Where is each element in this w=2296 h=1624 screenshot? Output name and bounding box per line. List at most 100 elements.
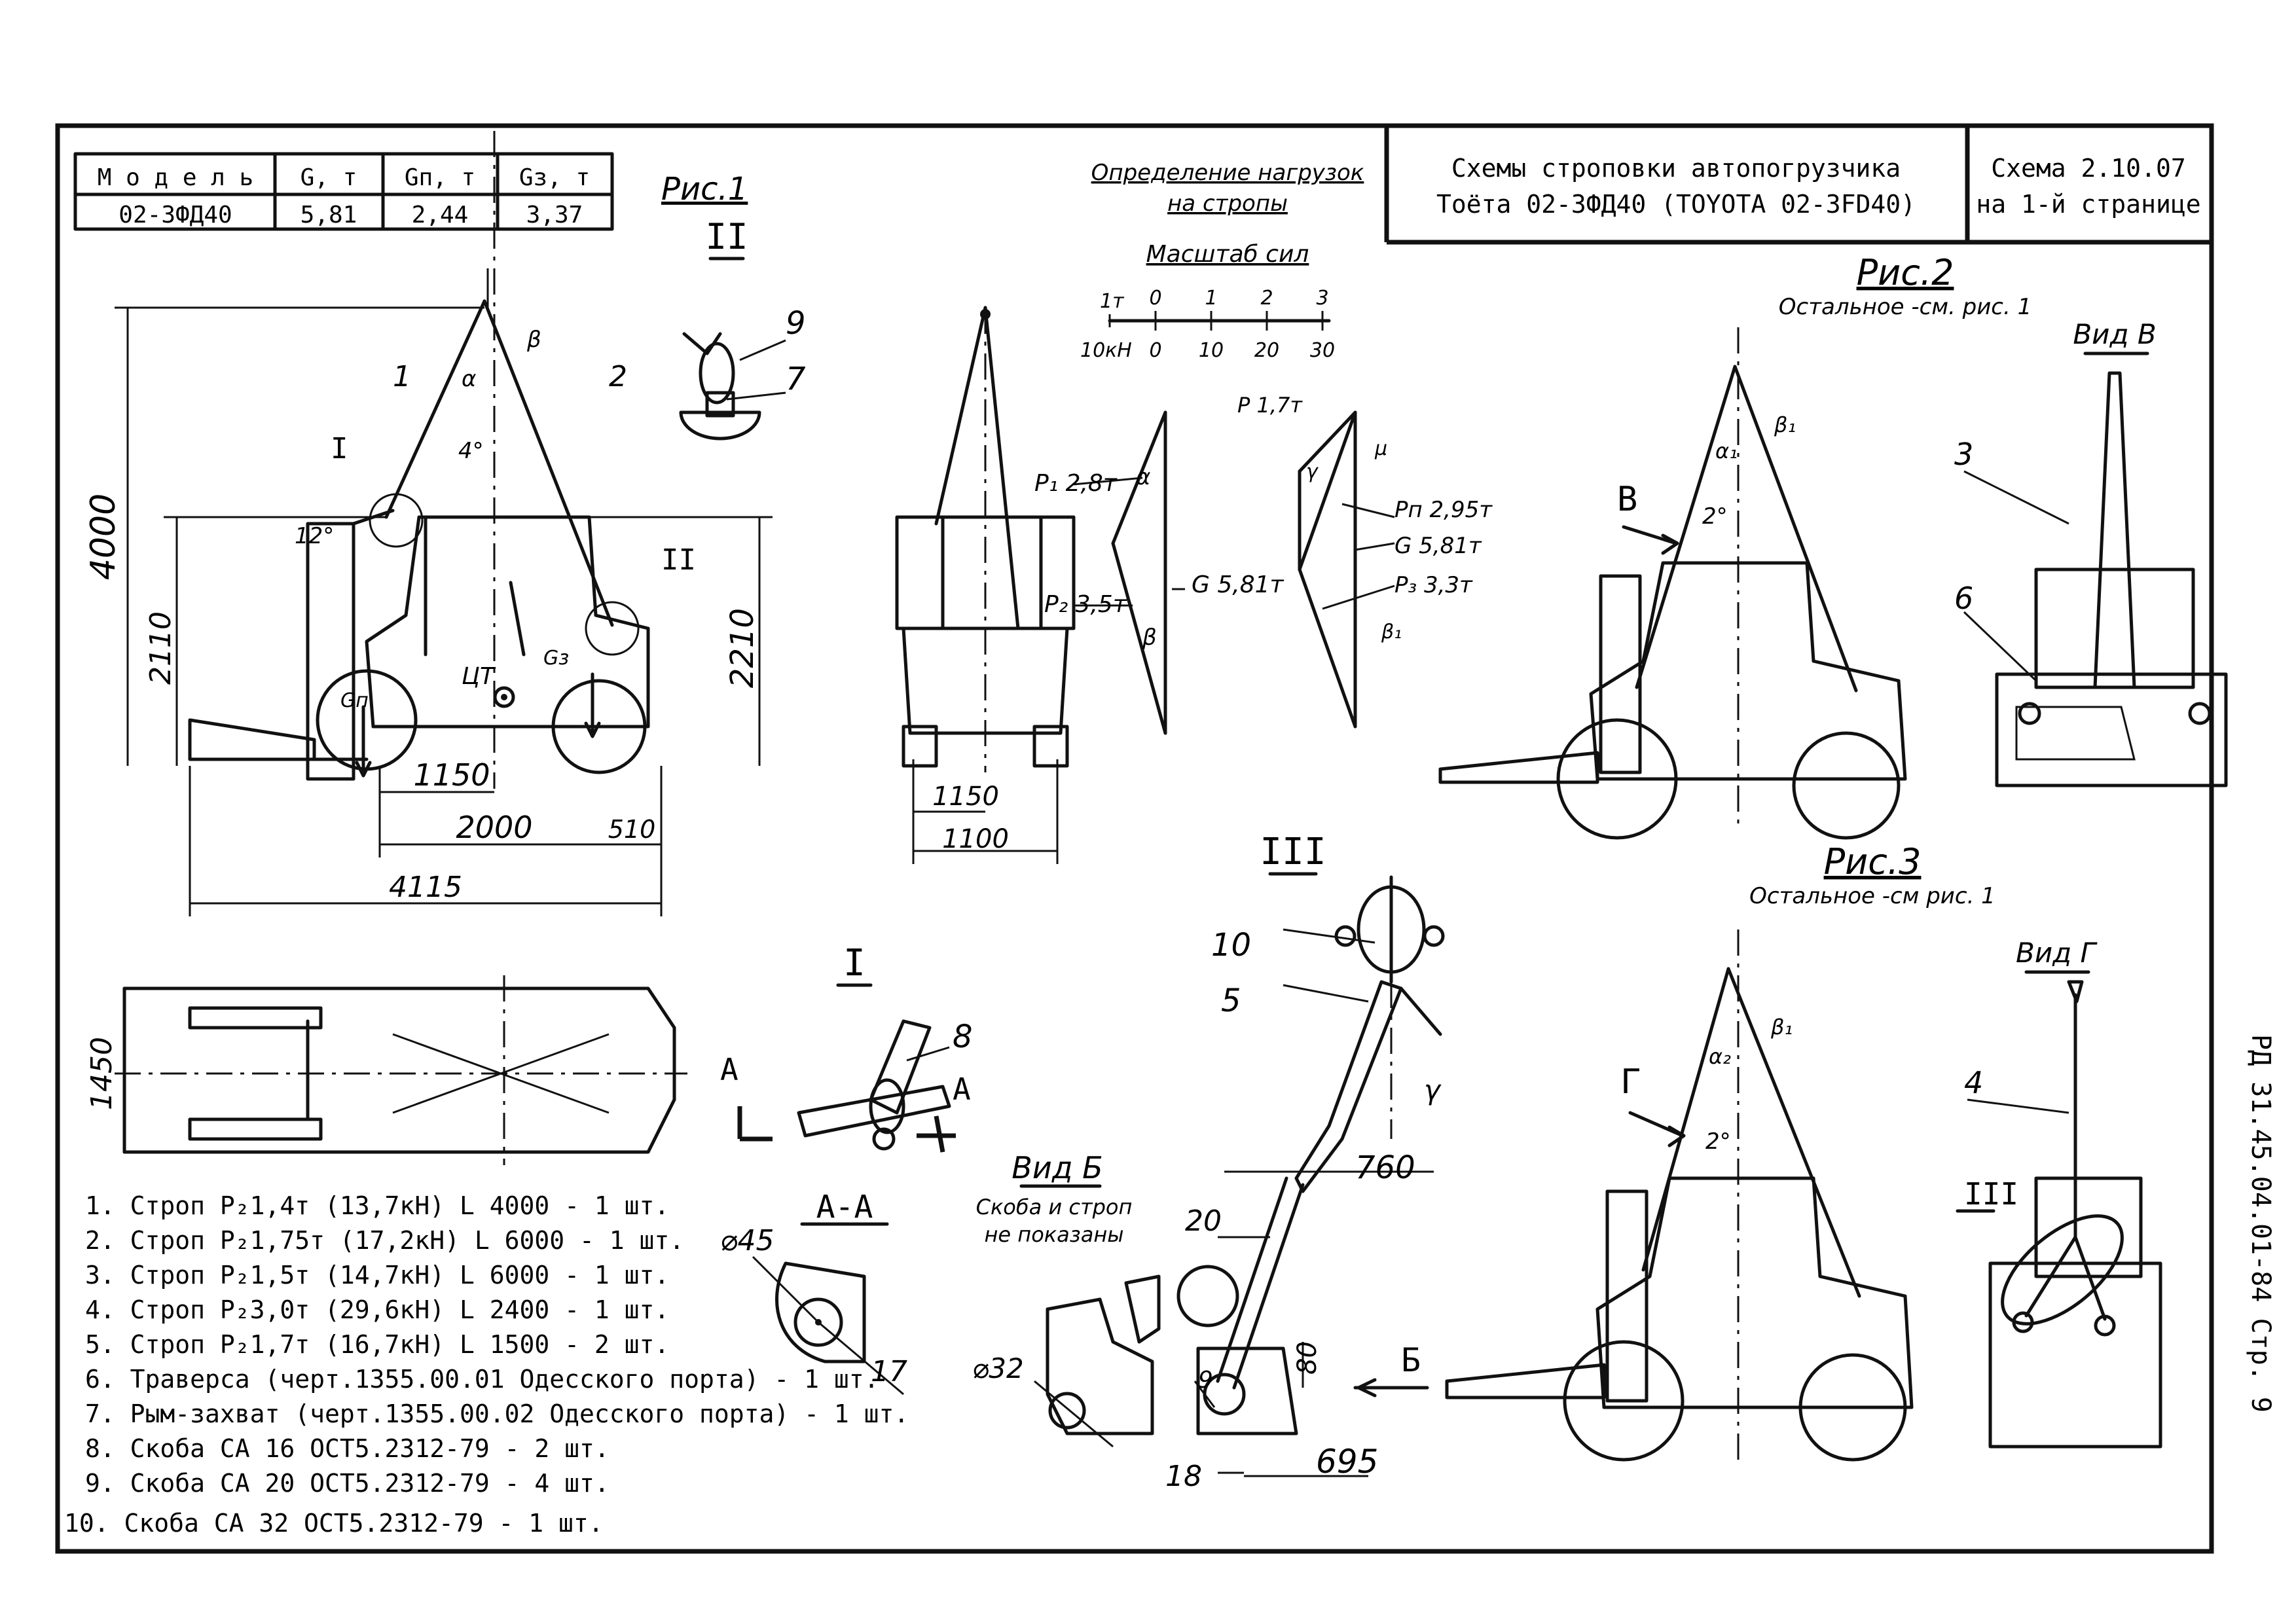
force-scale: Масштаб сил 1т 0 1 2 3 10кН 0 10 20 30	[1080, 241, 1335, 362]
fd2-gamma: γ	[1306, 460, 1319, 483]
title-block: Определение нагрузок на стропы Схемы стр…	[1091, 126, 2212, 245]
section-mark-a-left: А	[720, 1052, 738, 1087]
view-v: Вид В 3 6	[1954, 318, 2228, 787]
view-g: Вид Г 4 III	[1956, 937, 2162, 1449]
dim-17: 17	[871, 1355, 907, 1388]
table-cell-model: 02-3ФД40	[118, 202, 232, 228]
dim-4115: 4115	[389, 871, 462, 904]
view-b-note-2: не показаны	[984, 1222, 1123, 1247]
section-aa: А-А ⌀45 17	[720, 1189, 907, 1396]
detail-ii-label: II	[705, 216, 748, 257]
legend-item-6: 6. Траверса (черт.1355.00.01 Одесского п…	[85, 1365, 879, 1394]
dim-2110: 2110	[144, 611, 177, 685]
force-diagram-2: Р 1,7т Рп 2,95т G 5,81т Р₃ 3,3т γ μ β₁	[1237, 393, 1493, 729]
force-pn: Рп 2,95т	[1394, 497, 1493, 523]
force-p3: Р₃ 3,3т	[1394, 572, 1473, 598]
scale-top-2: 2	[1260, 287, 1273, 310]
scheme-page: на 1-й странице	[1976, 190, 2200, 219]
view-b: Вид Б Скоба и строп не показаны ⌀32	[972, 1150, 1161, 1448]
legend-item-7: 7. Рым-захват (черт.1355.00.02 Одесского…	[85, 1399, 909, 1428]
fig2-note: Остальное -см. рис. 1	[1779, 294, 2032, 320]
fig2-angle-2deg: 2°	[1702, 503, 1728, 530]
view-g-marker: Г	[1620, 1062, 1641, 1102]
table-cell-gz: 3,37	[526, 202, 583, 228]
legend-item-1: 1. Строп Р₂1,4т (13,7кН) L 4000 - 1 шт.	[85, 1191, 669, 1220]
force-p2: Р₂ 3,5т	[1044, 591, 1127, 618]
view-v-label: Вид В	[2073, 318, 2156, 350]
detail-iii-label: III	[1260, 831, 1326, 873]
fig2-label: Рис.2	[1857, 252, 1954, 293]
dim-80: 80	[1292, 1341, 1322, 1375]
legend-item-8: 8. Скоба СА 16 ОСТ5.2312-79 - 2 шт.	[85, 1434, 610, 1463]
legend-item-10: 10. Скоба СА 32 ОСТ5.2312-79 - 1 шт.	[64, 1509, 604, 1538]
dim-510: 510	[608, 815, 656, 844]
view-g-label: Вид Г	[2016, 937, 2098, 969]
force-p1: Р₁ 2,8т	[1034, 470, 1118, 497]
parts-legend: 1. Строп Р₂1,4т (13,7кН) L 4000 - 1 шт. …	[64, 1191, 909, 1538]
part-7-label: 7	[786, 361, 806, 397]
table-cell-gp: 2,44	[412, 202, 469, 228]
force-g-2: G 5,81т	[1394, 533, 1482, 559]
part-6-label: 6	[1954, 581, 1973, 616]
detail-iii-marker: III	[1964, 1176, 2018, 1212]
force-gz: Gз	[543, 647, 569, 670]
table-cell-g: 5,81	[301, 202, 357, 228]
dim-2000: 2000	[456, 810, 532, 845]
dim-1450: 1450	[85, 1037, 118, 1110]
legend-item-3: 3. Строп Р₂1,5т (14,7кН) L 6000 - 1 шт.	[85, 1261, 669, 1290]
angle-alpha: α	[462, 366, 476, 392]
legend-item-5: 5. Строп Р₂1,7т (16,7кН) L 1500 - 2 шт.	[85, 1330, 669, 1359]
part-4-label: 4	[1964, 1065, 1983, 1100]
scale-top-1: 1	[1205, 287, 1217, 310]
dim-4000: 4000	[84, 494, 123, 580]
sling-1-label: 1	[393, 360, 411, 393]
angle-12deg: 12°	[295, 523, 334, 549]
detail-ii: II 9 7	[679, 216, 806, 441]
part-9b-label: 9	[1198, 1367, 1213, 1394]
fig1-label: Рис.1	[661, 171, 748, 208]
fig3-beta1: β₁	[1770, 1015, 1793, 1039]
fd2-mu: μ	[1374, 437, 1387, 460]
fig1-plan-view: 1450	[85, 975, 687, 1165]
scale-bottom-10: 10	[1199, 339, 1224, 362]
section-title-2: на стропы	[1167, 190, 1288, 217]
fig1-front-view: 1150 1100	[895, 306, 1076, 864]
fig3-label: Рис.3	[1824, 841, 1922, 882]
fig3-alpha2: α₂	[1709, 1044, 1731, 1069]
dim-2210: 2210	[724, 608, 761, 688]
legend-item-2: 2. Строп Р₂1,75т (17,2кН) L 6000 - 1 шт.	[85, 1226, 684, 1255]
force-p-small: Р 1,7т	[1237, 393, 1303, 418]
dim-760: 760	[1355, 1149, 1415, 1186]
detail-iii: III 10 5 9 760 20 80 18 695 γ Б	[1165, 831, 1445, 1493]
part-5-label: 5	[1221, 983, 1241, 1019]
sling-2-label: 2	[609, 360, 627, 393]
fig1-side-view: Рис.1	[84, 131, 773, 916]
view-b-label: Вид Б	[1011, 1150, 1102, 1185]
legend-item-4: 4. Строп Р₂3,0т (29,6кН) L 2400 - 1 шт.	[85, 1295, 669, 1324]
part-8-label: 8	[953, 1019, 973, 1055]
detail-i-marker: I	[331, 432, 348, 465]
part-9-label: 9	[786, 305, 806, 342]
drawing-title-2: Тоёта 02-3ФД40 (TOYOTA 02-3FD40)	[1436, 190, 1916, 219]
fig2-alpha1: α₁	[1715, 439, 1738, 463]
section-title: Определение нагрузок	[1091, 160, 1364, 186]
fd2-beta1: β₁	[1381, 621, 1402, 643]
scale-bottom-20: 20	[1254, 339, 1279, 362]
detail-i: I 8 А А	[720, 942, 973, 1153]
frame	[55, 123, 2214, 1554]
part-10-label: 10	[1211, 927, 1251, 964]
view-v-marker: В	[1617, 480, 1637, 519]
model-table: М о д е л ь G, т Gп, т Gз, т 02-3ФД40 5,…	[73, 152, 614, 231]
part-3-label: 3	[1954, 437, 1973, 472]
center-of-gravity: ЦТ	[462, 663, 496, 690]
fig2-beta1: β₁	[1774, 412, 1796, 437]
dim-18: 18	[1165, 1460, 1202, 1493]
view-b-marker: Б	[1401, 1341, 1421, 1379]
angle-4deg: 4°	[458, 438, 484, 464]
dim-front-1100: 1100	[942, 824, 1009, 854]
table-header-g: G, т	[301, 164, 357, 191]
section-mark-a-right: А	[953, 1072, 971, 1107]
dim-d32: ⌀32	[972, 1352, 1024, 1384]
scale-bottom-0: 0	[1149, 339, 1161, 362]
